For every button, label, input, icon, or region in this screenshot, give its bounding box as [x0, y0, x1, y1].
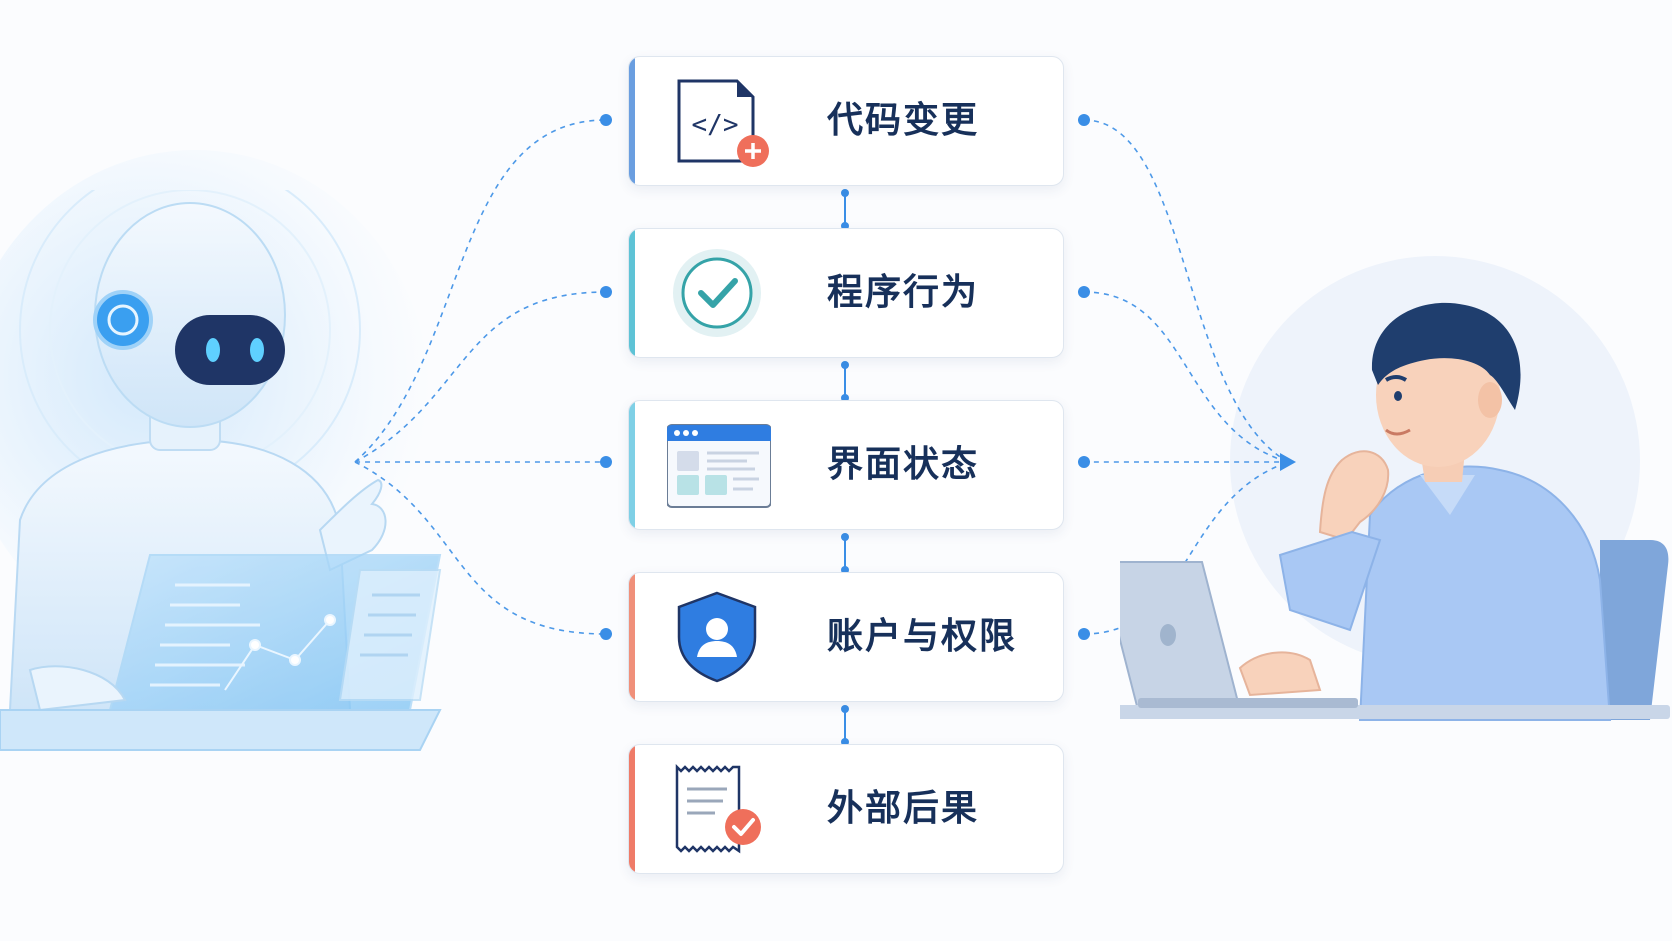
- step-label: 界面状态: [827, 444, 980, 485]
- connector-dot: [841, 361, 849, 369]
- connector-dot: [841, 533, 849, 541]
- link-dot: [600, 286, 612, 298]
- connector-dot: [841, 705, 849, 713]
- receipt-check-icon: [675, 763, 761, 854]
- link-dot: [1078, 456, 1090, 468]
- card-accent: [629, 57, 635, 185]
- step-card-ui-state: 界面状态: [628, 400, 1064, 530]
- card-accent: [629, 745, 635, 873]
- link-right-2: [1083, 291, 1289, 463]
- connector-dot: [841, 189, 849, 197]
- browser-window-icon: [667, 424, 771, 508]
- code-file-add-icon: </>: [677, 79, 769, 167]
- step-label: 代码变更: [827, 100, 980, 141]
- svg-text:</>: </>: [692, 110, 739, 140]
- step-card-code-change: </> 代码变更: [628, 56, 1064, 186]
- step-card-account-permissions: 账户与权限: [628, 572, 1064, 702]
- link-dot: [1078, 114, 1090, 126]
- robot-illustration: [0, 190, 442, 751]
- arrow-head-icon: [1280, 453, 1296, 471]
- step-label: 账户与权限: [827, 616, 1018, 657]
- card-accent: [629, 401, 635, 529]
- link-dot: [1078, 286, 1090, 298]
- link-dot: [600, 114, 612, 126]
- link-left-4: [354, 461, 607, 635]
- card-accent: [629, 229, 635, 357]
- person-illustration: [1120, 302, 1670, 721]
- link-dot: [600, 456, 612, 468]
- shield-user-icon: [677, 591, 757, 683]
- step-label: 外部后果: [827, 788, 980, 829]
- step-card-program-behavior: 程序行为: [628, 228, 1064, 358]
- check-circle-icon: [673, 249, 761, 337]
- card-accent: [629, 573, 635, 701]
- link-dot: [1078, 628, 1090, 640]
- link-dot: [600, 628, 612, 640]
- step-label: 程序行为: [827, 272, 980, 313]
- link-left-2: [354, 291, 607, 463]
- step-card-external-consequences: 外部后果: [628, 744, 1064, 874]
- link-left-1: [354, 119, 607, 463]
- link-right-1: [1083, 119, 1289, 463]
